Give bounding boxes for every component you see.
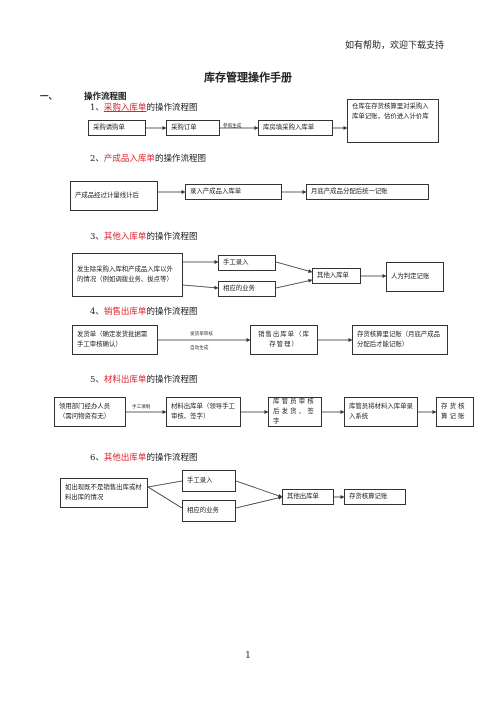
purchase-order-box: 采购订单	[166, 120, 220, 136]
manual-entry-box: 手工录入	[218, 255, 276, 271]
step-1-heading: 1、采购入库单的操作流程图	[90, 103, 198, 113]
other-receipt-box: 其他入库单	[312, 268, 361, 284]
manual-fill-note: 手工填制	[132, 405, 151, 410]
material-issue-box: 材料出库单（领导手工审核、签字）	[166, 397, 241, 427]
section-number: 一、	[40, 92, 58, 102]
material-accounting-box: 存货核算记账	[436, 397, 474, 427]
reference-generate-note: 参照生成	[223, 124, 242, 129]
step-4-heading: 4、销售出库单的操作流程图	[90, 307, 198, 317]
other-issue-box: 其他出库单	[282, 489, 334, 505]
inventory-accounting-box: 仓库在存货核算里对采购入库单记账，估价进入计价库	[347, 99, 439, 143]
keeper-enter-system-box: 库管员将材料入库单录入系统	[344, 397, 418, 427]
finished-goods-metering-box: 产成品经过计量线计后	[70, 181, 158, 211]
issue-accounting-box: 存货核算记账	[344, 489, 406, 505]
auto-generate-note: 自动生成	[190, 346, 209, 351]
document-title: 库存管理操作手册	[204, 71, 292, 84]
step-6-heading: 6、其他出库单的操作流程图	[90, 453, 198, 463]
related-business-box-6: 相应的业务	[182, 500, 236, 522]
sales-inventory-accounting-box: 存货核算里记账（月底产成品分配后才能记账）	[352, 325, 448, 355]
step-2-heading: 2、产成品入库单的操作流程图	[90, 154, 206, 164]
delivery-note-box: 发货单（确定发货批据需手工审核确认）	[72, 325, 158, 355]
step-3-heading: 3、其他入库单的操作流程图	[90, 232, 198, 242]
manual-entry-box-6: 手工录入	[182, 470, 236, 492]
header-note: 如有帮助，欢迎下载支持	[344, 41, 444, 51]
enter-finished-goods-receipt-box: 录入产成品入库单	[185, 184, 282, 200]
other-receipt-situation-box: 发生除采购入库和产成品入库以外的情况（例如调拨业务、拔点等）	[72, 253, 183, 297]
requisition-department-box: 领用部门经办人员（需问物资有无）	[54, 397, 126, 427]
manual-booking-box: 人为判定记账	[386, 262, 444, 292]
section-title: 操作流程图	[84, 92, 127, 102]
related-business-box: 相应的业务	[218, 281, 276, 297]
purchase-requisition-box: 采购请购单	[88, 120, 146, 136]
step-5-heading: 5、材料出库单的操作流程图	[90, 375, 198, 385]
delivery-review-note: 发货单审核	[190, 332, 213, 337]
other-issue-situation-box: 如出现既不是销售出库或材料出库的情况	[60, 478, 148, 508]
page-number: 1	[245, 651, 251, 661]
month-end-booking-box: 月底产成品分配后统一记账	[306, 184, 429, 200]
keeper-review-box: 库管员审核后发货、签字	[268, 397, 322, 427]
sales-delivery-box: 销售出库单（库存管理）	[250, 325, 318, 355]
warehouse-fill-receipt-box: 库房填采购入库单	[258, 120, 333, 136]
